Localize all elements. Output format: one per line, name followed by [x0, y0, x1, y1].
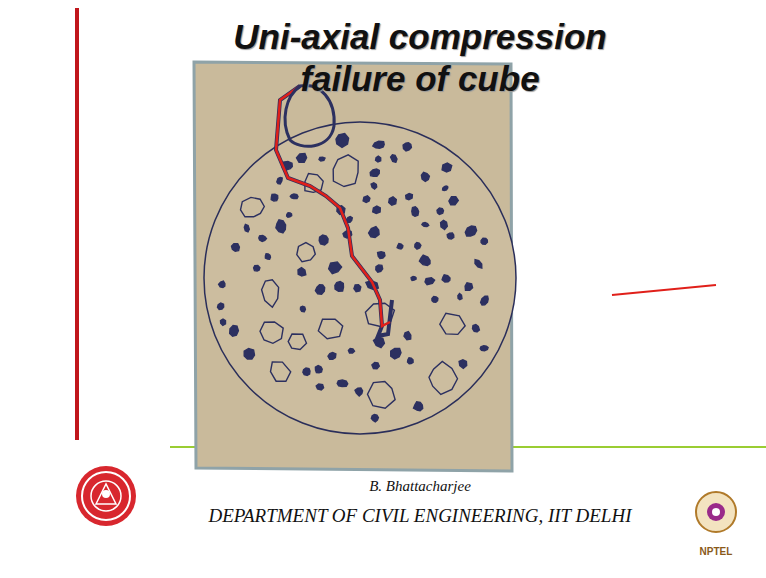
- aggregate-outline: [303, 368, 310, 375]
- aggregate-outline: [411, 277, 416, 281]
- department-name: DEPARTMENT OF CIVIL ENGINEERING, IIT DEL…: [180, 505, 660, 527]
- aggregate-outline: [287, 213, 292, 218]
- aggregate-outline: [230, 326, 239, 337]
- logo-caption: NPTEL: [686, 546, 746, 557]
- aggregate-outline: [329, 262, 342, 274]
- aggregate-outline: [369, 227, 380, 238]
- aggregate-outline: [425, 278, 435, 285]
- pen-mark: [612, 285, 716, 295]
- aggregate-outline: [458, 294, 462, 300]
- aggregate-outline: [440, 313, 465, 334]
- aggregate-outline: [391, 348, 401, 359]
- aggregate-outline: [241, 197, 265, 216]
- author-name: B. Bhattacharjee: [300, 478, 540, 495]
- aggregate-outline: [465, 283, 473, 291]
- aggregate-outline: [319, 157, 325, 161]
- aggregate-outline: [300, 306, 305, 312]
- aggregate-outline: [297, 243, 316, 262]
- aggregate-outline: [298, 268, 306, 276]
- aggregate-outline: [449, 197, 458, 205]
- aggregate-outline: [406, 194, 413, 200]
- aggregate-outline: [441, 220, 448, 229]
- aggregate-outline: [254, 266, 260, 272]
- aggregate-outline: [315, 285, 324, 294]
- aggregate-outline: [480, 346, 488, 351]
- aggregate-outline: [371, 183, 377, 189]
- aggregate-outline: [219, 281, 225, 288]
- aggregate-outline: [335, 281, 344, 291]
- aggregate-outline: [276, 220, 286, 233]
- aggregate-outline: [403, 143, 411, 151]
- aggregate-outline: [429, 362, 458, 395]
- aggregate-outline: [336, 134, 349, 148]
- aggregate-outline: [459, 360, 467, 369]
- aggregate-outline: [378, 252, 385, 259]
- aggregate-outline: [397, 244, 403, 249]
- iit-logo: [76, 466, 136, 526]
- aggregate-outline: [415, 243, 421, 250]
- aggregate-outline: [481, 296, 489, 305]
- aggregate-outline: [372, 363, 379, 369]
- aggregate-outline: [232, 244, 240, 252]
- aggregate-outline: [328, 353, 336, 360]
- aggregates: [218, 134, 489, 422]
- aggregate-outline: [414, 402, 423, 411]
- aggregate-outline: [318, 319, 342, 339]
- aggregate-outline: [348, 349, 354, 354]
- accent-bar: [75, 8, 79, 440]
- aggregate-outline: [265, 254, 270, 259]
- aggregate-outline: [218, 303, 224, 309]
- aggregate-outline: [368, 382, 396, 409]
- aggregate-outline: [465, 226, 476, 236]
- aggregate-outline: [355, 388, 363, 396]
- aggregate-outline: [404, 332, 411, 340]
- specimen-section: [204, 122, 516, 434]
- aggregate-outline: [373, 206, 381, 213]
- aggregate-outline: [391, 155, 397, 162]
- aggregate-outline: [290, 194, 298, 199]
- crack-line: [276, 86, 390, 326]
- aggregate-outline: [288, 334, 306, 349]
- aggregate-outline: [262, 280, 279, 308]
- nptel-logo: [696, 492, 736, 532]
- aggregate-outline: [319, 235, 328, 245]
- aggregate-outline: [419, 255, 430, 265]
- aggregate-outline: [297, 153, 307, 162]
- aggregate-outline: [244, 349, 254, 360]
- aggregate-outline: [363, 196, 370, 203]
- aggregate-outline: [373, 141, 384, 148]
- aggregate-outline: [371, 414, 378, 421]
- aggregate-outline: [277, 178, 282, 184]
- aggregate-outline: [412, 207, 419, 217]
- aggregate-outline: [316, 384, 323, 390]
- aggregate-outline: [337, 380, 348, 387]
- aggregate-outline: [408, 358, 414, 364]
- aggregate-outline: [422, 223, 429, 227]
- aggregate-outline: [376, 156, 381, 162]
- aggregate-outline: [389, 197, 397, 206]
- aggregate-outline: [443, 186, 448, 190]
- aggregate-outline: [354, 285, 361, 292]
- crack-dark: [276, 86, 392, 336]
- aggregate-outline: [244, 225, 249, 232]
- aggregate-outline: [271, 362, 291, 381]
- slide-title: Uni-axial compression failure of cube: [180, 16, 660, 100]
- aggregate-outline: [473, 325, 480, 332]
- aggregate-outline: [315, 366, 322, 373]
- aggregate-outline: [442, 275, 450, 282]
- aggregate-outline: [421, 172, 429, 181]
- aggregate-outline: [271, 194, 278, 201]
- aggregate-outline: [260, 322, 283, 343]
- aggregate-outline: [437, 208, 444, 215]
- aggregate-outline: [442, 163, 452, 172]
- aggregate-outline: [333, 155, 358, 187]
- aggregate-outline: [481, 238, 487, 244]
- aggregate-outline: [259, 235, 267, 241]
- aggregate-outline: [221, 319, 226, 325]
- aggregate-outline: [432, 297, 438, 303]
- aggregate-outline: [447, 233, 454, 239]
- aggregate-outline: [376, 265, 383, 272]
- aggregate-outline: [370, 169, 379, 177]
- aggregate-outline: [475, 260, 482, 268]
